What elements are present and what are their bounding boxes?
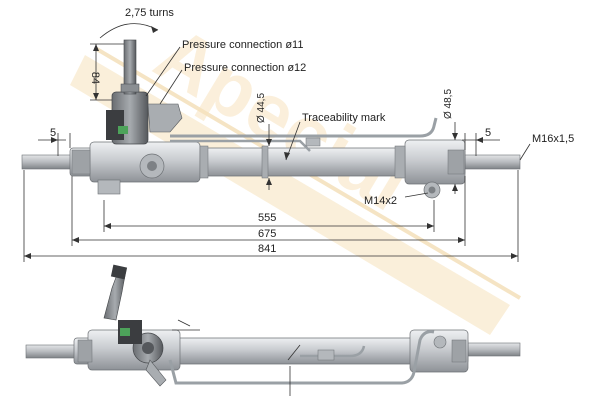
- sensor-green: [120, 328, 130, 336]
- end-collar: [451, 339, 467, 363]
- shaft-collar: [110, 264, 128, 280]
- valve-fittings: [145, 359, 167, 387]
- pressure-line: [168, 330, 435, 385]
- pressure-12-label: Pressure connection ø12: [184, 62, 306, 74]
- turns-label: 2,75 turns: [125, 7, 174, 19]
- rack-bottom-view: [25, 264, 521, 396]
- pinion-shaft: [123, 39, 137, 95]
- line-clip: [305, 137, 321, 147]
- rack-top-view: [21, 39, 521, 199]
- traceability-label: Traceability mark: [302, 112, 386, 124]
- valve-dark-block: [106, 110, 124, 140]
- end-collar: [447, 149, 465, 175]
- tie-rod-right-offset-label: 5: [485, 127, 491, 139]
- top-dimensions: 2,75 turns 84 Pressure connection ø11 Pr…: [23, 7, 574, 262]
- pressure-11-label: Pressure connection ø11: [182, 39, 303, 51]
- mount-foot-left: [97, 179, 121, 195]
- tie-rod-left-offset-label: 5: [50, 127, 56, 139]
- tie-rod-right: [464, 154, 521, 170]
- mount-bushing: [433, 335, 447, 349]
- sensor-green: [118, 126, 128, 134]
- pressure-line: [170, 139, 311, 152]
- valve-fittings: [147, 103, 183, 133]
- length-mid-label: 675: [258, 228, 276, 240]
- pressure-line: [300, 345, 366, 358]
- housing-band: [261, 145, 269, 179]
- tie-rod-right: [467, 342, 521, 357]
- diameter-left-label: Ø 44,5: [256, 93, 267, 123]
- housing-band: [394, 145, 406, 179]
- end-collar: [71, 149, 91, 175]
- mount-bushing-hole: [147, 161, 157, 171]
- tie-rod-left: [21, 154, 73, 170]
- pinion-height-label: 84: [89, 72, 101, 84]
- shaft-collar: [120, 83, 140, 93]
- diameter-right-label: Ø 48,5: [443, 89, 454, 119]
- valve-cap-center: [142, 342, 154, 354]
- mount-bushing-hole: [428, 186, 436, 194]
- tie-rod-left: [25, 344, 77, 359]
- pressure-line: [170, 117, 438, 138]
- thread-m14-label: M14x2: [364, 195, 397, 207]
- thread-m16-label: M16x1,5: [532, 133, 574, 145]
- line-clip: [317, 349, 335, 361]
- length-overall-label: 841: [258, 243, 276, 255]
- end-collar: [77, 339, 93, 363]
- length-inner-label: 555: [258, 212, 276, 224]
- housing-band: [199, 145, 209, 179]
